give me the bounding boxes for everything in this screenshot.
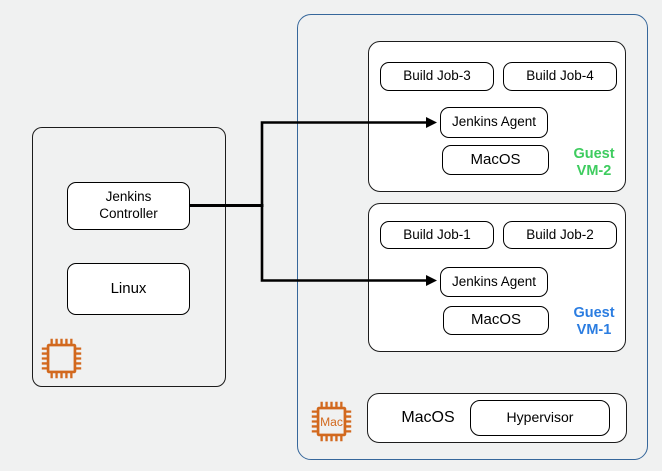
linux-os-box: Linux xyxy=(67,263,190,315)
build-job-1-label: Build Job-1 xyxy=(403,226,471,242)
build-job-4-label: Build Job-4 xyxy=(526,68,594,84)
jenkins-controller-box: Jenkins Controller xyxy=(67,182,190,230)
hypervisor-box: Hypervisor xyxy=(470,400,610,436)
hypervisor-label: Hypervisor xyxy=(506,409,574,426)
build-job-2-label: Build Job-2 xyxy=(526,226,594,242)
jenkins-agent-vm2-box: Jenkins Agent xyxy=(440,107,548,138)
guest-vm1-label: Guest VM-1 xyxy=(573,305,615,338)
guest-vm2-container: Build Job-3 Build Job-4 Jenkins Agent Ma… xyxy=(368,41,626,192)
host-machine-container: Jenkins Controller Linux xyxy=(32,127,226,387)
macos-vm1-label: MacOS xyxy=(470,311,521,329)
build-job-1-box: Build Job-1 xyxy=(380,221,494,249)
build-job-3-label: Build Job-3 xyxy=(403,68,471,84)
macos-vm2-box: MacOS xyxy=(442,145,549,175)
jenkins-agent-vm1-box: Jenkins Agent xyxy=(440,267,548,297)
mac-chip-label: Mac xyxy=(320,415,343,429)
jenkins-controller-label: Jenkins Controller xyxy=(99,189,158,221)
cpu-chip-icon xyxy=(40,337,83,380)
build-job-2-box: Build Job-2 xyxy=(503,221,617,249)
build-job-4-box: Build Job-4 xyxy=(503,62,617,91)
macos-hypervisor-layer-container: MacOS Hypervisor xyxy=(367,393,627,443)
jenkins-agent-vm1-label: Jenkins Agent xyxy=(451,273,537,289)
macos-vm1-box: MacOS xyxy=(443,306,549,335)
macos-host-label: MacOS xyxy=(401,409,455,426)
guest-vm2-label: Guest VM-2 xyxy=(573,146,615,179)
mac-cpu-chip-icon: Mac xyxy=(310,400,353,443)
linux-label: Linux xyxy=(110,279,147,297)
macos-vm2-label: MacOS xyxy=(470,150,521,168)
guest-vm1-container: Build Job-1 Build Job-2 Jenkins Agent Ma… xyxy=(368,203,626,352)
jenkins-agent-vm2-label: Jenkins Agent xyxy=(451,114,537,130)
build-job-3-box: Build Job-3 xyxy=(380,62,494,91)
